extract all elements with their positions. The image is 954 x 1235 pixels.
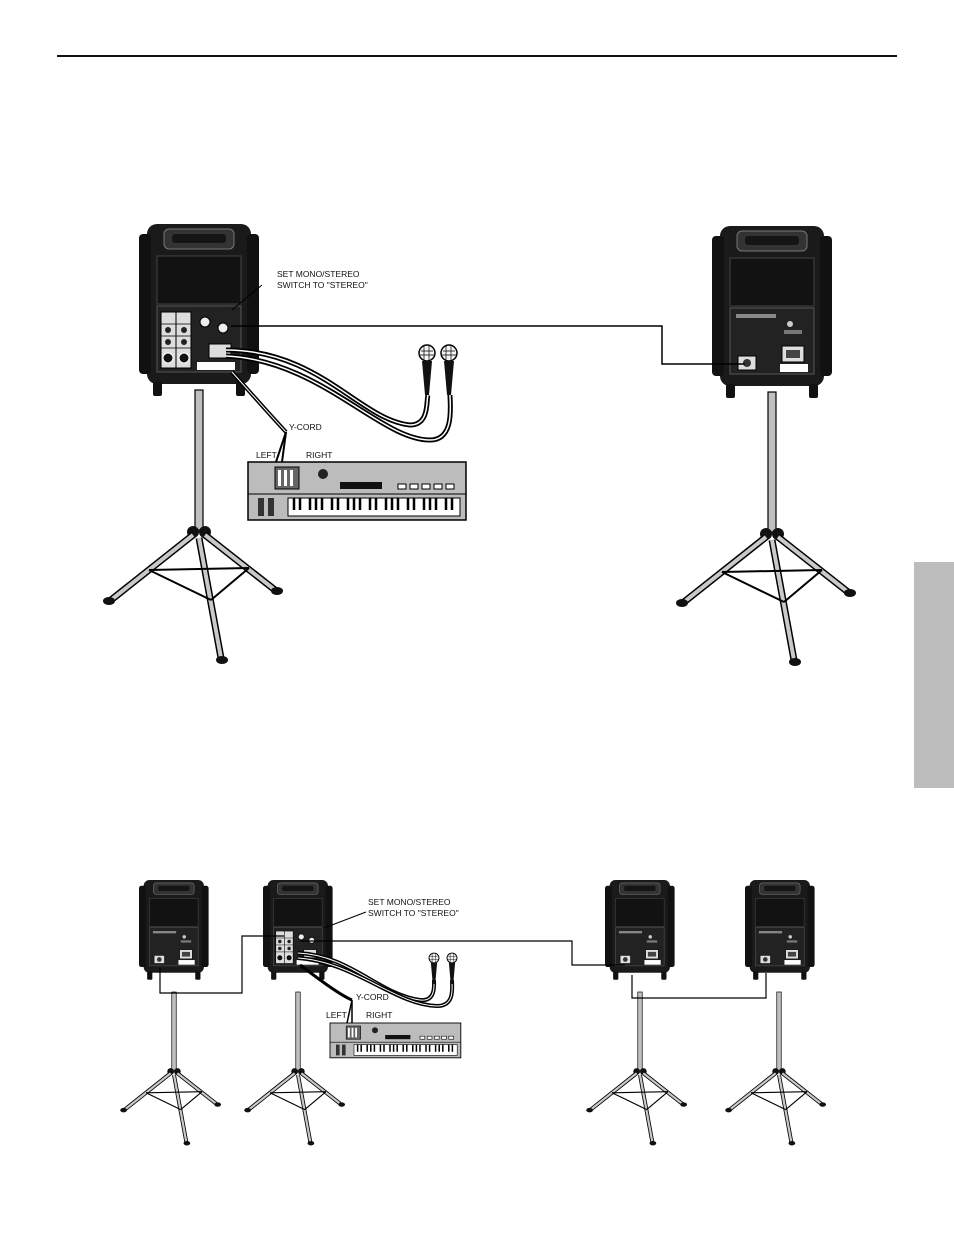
extension-speaker-a	[139, 880, 209, 980]
ycord-label: Y-CORD	[289, 422, 322, 432]
stand-4	[725, 992, 826, 1145]
diagram-1: SET MONO/STEREO SWITCH TO "STEREO" Y-COR…	[103, 224, 856, 666]
callout2-line-1: SET MONO/STEREO	[368, 897, 451, 907]
stand-left	[103, 390, 283, 664]
right-label-2: RIGHT	[366, 1010, 392, 1020]
ycord-label-2: Y-CORD	[356, 992, 389, 1002]
microphone-3	[429, 953, 439, 984]
callout-line-2: SWITCH TO "STEREO"	[277, 280, 368, 290]
diagram-2: SET MONO/STEREO SWITCH TO "STEREO" Y-COR…	[120, 880, 826, 1145]
link-cable-far-right	[632, 973, 766, 998]
left-label-2: LEFT	[326, 1010, 347, 1020]
powered-speaker	[139, 224, 259, 396]
extension-speaker	[712, 226, 832, 398]
microphone-4	[447, 953, 457, 984]
powered-speaker-2	[263, 880, 333, 980]
mic-cable-2	[226, 356, 450, 440]
extension-speaker-c	[745, 880, 815, 980]
callout-line-1: SET MONO/STEREO	[277, 269, 360, 279]
link-cable-right	[300, 941, 625, 965]
microphone-2	[441, 345, 457, 395]
microphone-1	[419, 345, 435, 395]
keyboard	[248, 462, 466, 520]
callout2-line-2: SWITCH TO "STEREO"	[368, 908, 459, 918]
keyboard-2	[330, 1023, 461, 1058]
speaker-link-cable	[231, 326, 745, 364]
stand-right	[676, 392, 856, 666]
right-label: RIGHT	[306, 450, 332, 460]
stand-1	[120, 992, 221, 1145]
stand-3	[586, 992, 687, 1145]
left-label: LEFT	[256, 450, 277, 460]
